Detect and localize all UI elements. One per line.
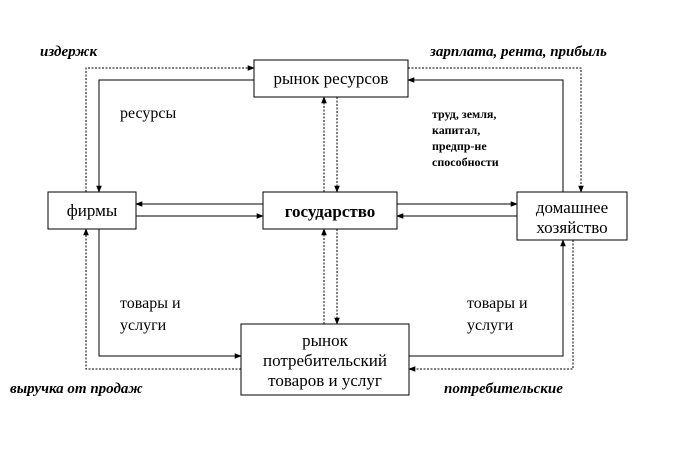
goods-right-label-line-1: товары и — [467, 295, 528, 312]
factors-flow-label-line-3: предпр-не — [432, 139, 487, 153]
arrow-costs-to-resource-market — [85, 65, 255, 192]
arrow-goods-to-households — [409, 239, 566, 357]
households-label-line-2: хозяйство — [536, 218, 607, 237]
node-government: государство — [262, 191, 398, 230]
households-label-line-1: домашнее — [536, 198, 608, 217]
arrow-factors-to-resource-market — [407, 77, 564, 192]
node-firms: фирмы — [47, 191, 137, 230]
node-households: домашнее хозяйство — [516, 191, 628, 241]
arrow-goods-to-consumer-market — [98, 229, 242, 359]
resources-flow-label: ресурсы — [120, 105, 176, 122]
goods-left-label-line-2: услуги — [120, 317, 167, 334]
consumer-spending-label: потребительские — [444, 381, 563, 397]
node-consumer-market: рынок потребительский товаров и услуг — [240, 323, 410, 396]
goods-left-label-line-1: товары и — [120, 295, 181, 312]
arrow-resources-to-firms — [96, 79, 254, 193]
factors-flow-label-line-1: труд, земля, — [432, 107, 496, 121]
goods-right-label-line-2: услуги — [467, 317, 514, 334]
revenue-label: выручка от продаж — [10, 381, 143, 397]
consumer-market-label-line-2: потребительский — [263, 351, 387, 370]
node-resource-market: рынок ресурсов — [253, 59, 409, 98]
government-label: государство — [285, 202, 376, 221]
resource-market-label: рынок ресурсов — [274, 69, 389, 88]
income-label: зарплата, рента, прибыль — [429, 44, 607, 60]
costs-label: издержк — [40, 44, 98, 60]
consumer-market-label-line-1: рынок — [302, 331, 349, 350]
consumer-market-label-line-3: товаров и услуг — [268, 371, 382, 390]
arrow-spending-to-consumer-market — [408, 240, 574, 372]
arrow-revenue-to-firms — [83, 228, 241, 370]
firms-label: фирмы — [67, 201, 118, 220]
factors-flow-label-line-2: капитал, — [432, 123, 480, 137]
arrow-income-to-households — [408, 67, 584, 193]
factors-flow-label-line-4: способности — [432, 155, 499, 169]
